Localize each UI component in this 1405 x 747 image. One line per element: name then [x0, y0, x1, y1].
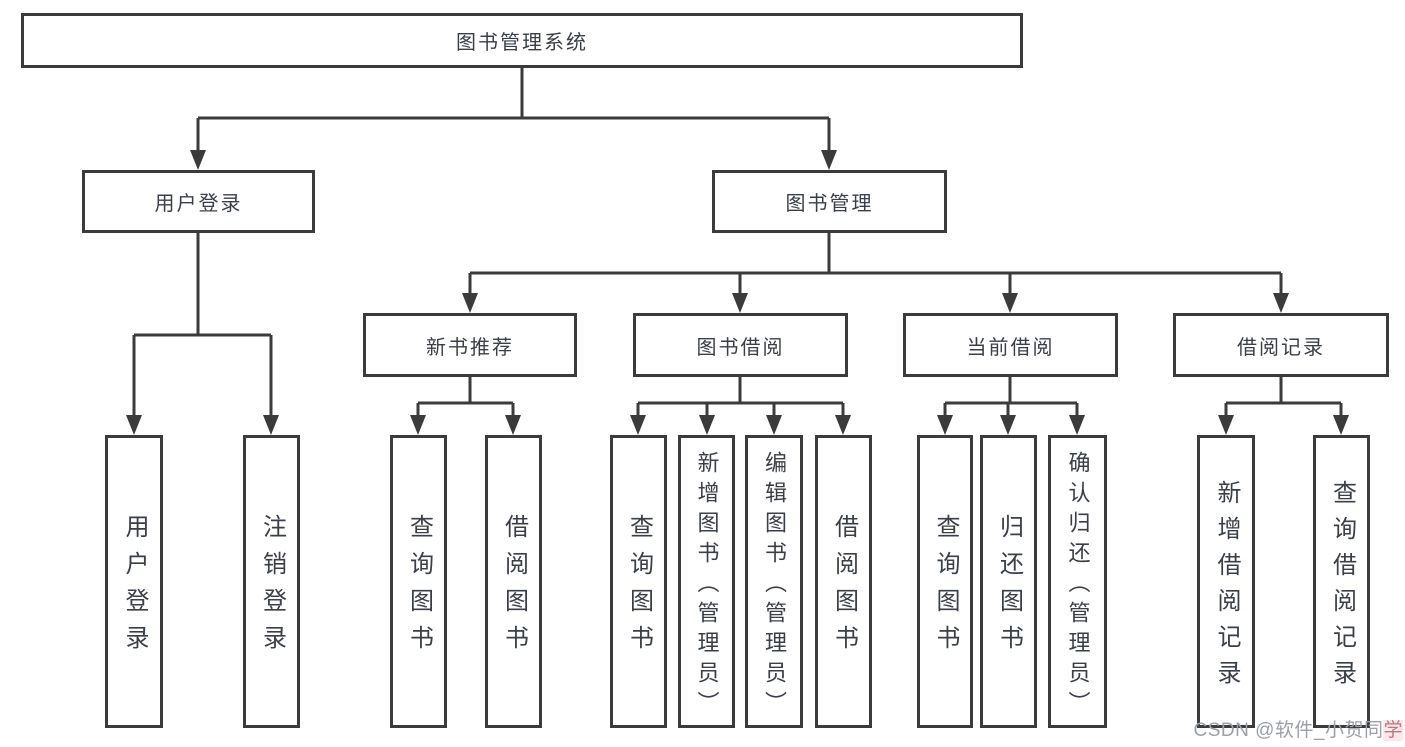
- leaf-borrow-books-borrowing: 借阅图书: [815, 435, 872, 728]
- node-new-book-recommendation-label: 新书推荐: [426, 336, 514, 359]
- leaf-confirm-return-admin-label: 确认归还（管理员）: [1065, 450, 1091, 721]
- leaf-return-books: 归还图书: [980, 435, 1037, 728]
- node-root-system: 图书管理系统: [21, 13, 1023, 68]
- leaf-query-borrow-record: 查询借阅记录: [1313, 435, 1370, 728]
- node-book-borrowing-label: 图书借阅: [696, 336, 785, 359]
- node-user-login: 用户登录: [82, 170, 315, 233]
- node-book-management-label: 图书管理: [785, 193, 874, 215]
- node-borrowing-records: 借阅记录: [1173, 313, 1389, 377]
- leaf-query-books-current-label: 查询图书: [932, 514, 959, 662]
- leaf-add-books-admin-label: 新增图书（管理员）: [694, 450, 720, 721]
- node-book-borrowing: 图书借阅: [633, 313, 848, 377]
- leaf-query-books-borrowing: 查询图书: [610, 435, 667, 728]
- node-root-system-label: 图书管理系统: [456, 32, 588, 54]
- node-current-borrowing: 当前借阅: [903, 313, 1118, 377]
- leaf-add-borrow-record: 新增借阅记录: [1197, 435, 1255, 728]
- watermark: CSDN @软件_小贺同学: [1193, 715, 1403, 742]
- leaf-query-books-recommend: 查询图书: [390, 435, 447, 728]
- node-borrowing-records-label: 借阅记录: [1237, 336, 1325, 359]
- leaf-add-books-admin: 新增图书（管理员）: [678, 435, 735, 728]
- leaf-edit-books-admin: 编辑图书（管理员）: [745, 435, 803, 728]
- leaf-logout-label: 注销登录: [258, 514, 286, 662]
- leaf-edit-books-admin-label: 编辑图书（管理员）: [762, 450, 787, 721]
- leaf-query-books-borrowing-label: 查询图书: [625, 514, 653, 662]
- node-user-login-label: 用户登录: [154, 193, 243, 215]
- node-current-borrowing-label: 当前借阅: [966, 336, 1055, 359]
- node-book-management: 图书管理: [712, 170, 947, 233]
- leaf-user-login: 用户登录: [105, 435, 163, 728]
- leaf-query-borrow-record-label: 查询借阅记录: [1328, 479, 1356, 696]
- watermark-accent-text: 学: [1383, 720, 1403, 741]
- leaf-borrow-books-recommend-label: 借阅图书: [500, 514, 528, 662]
- leaf-borrow-books-borrowing-label: 借阅图书: [830, 514, 858, 662]
- leaf-query-books-current: 查询图书: [917, 435, 973, 728]
- leaf-borrow-books-recommend: 借阅图书: [485, 435, 542, 728]
- watermark-text: CSDN @软件_小贺同: [1193, 720, 1384, 741]
- leaf-add-borrow-record-label: 新增借阅记录: [1213, 479, 1240, 696]
- leaf-logout: 注销登录: [243, 435, 300, 728]
- node-new-book-recommendation: 新书推荐: [363, 313, 577, 377]
- leaf-confirm-return-admin: 确认归还（管理员）: [1048, 435, 1107, 728]
- leaf-return-books-label: 归还图书: [995, 514, 1023, 662]
- leaf-user-login-label: 用户登录: [121, 514, 148, 662]
- leaf-query-books-recommend-label: 查询图书: [405, 514, 433, 662]
